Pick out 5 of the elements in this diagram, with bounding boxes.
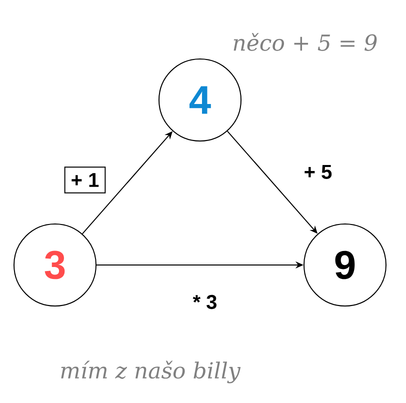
edge-label: + 5 xyxy=(298,159,338,185)
operation-box: + 1 xyxy=(64,166,106,194)
edge-label: * 3 xyxy=(186,288,224,316)
handwritten-note: něco + 5 = 9 xyxy=(234,33,377,51)
handwritten-note: mím z našo billy xyxy=(61,360,241,384)
